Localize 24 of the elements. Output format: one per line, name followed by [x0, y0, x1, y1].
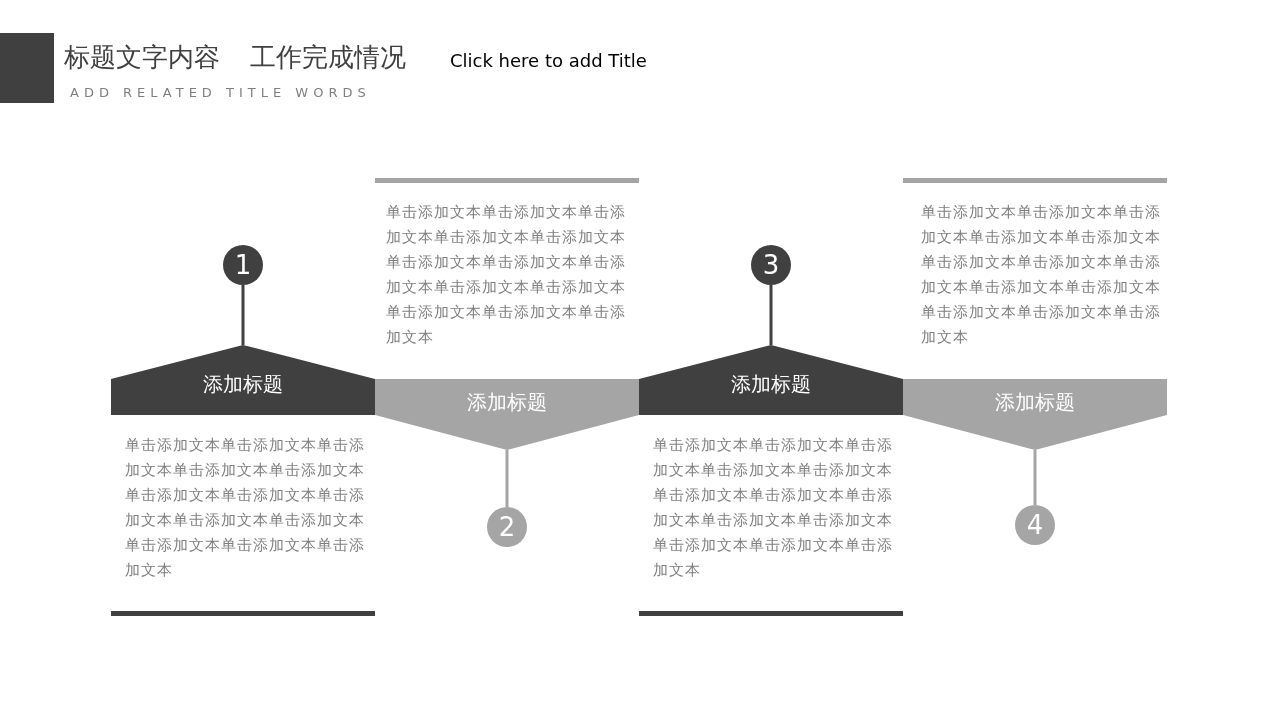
title-text: 工作完成情况 [250, 41, 406, 74]
band-title: 添加标题 [467, 389, 547, 416]
subtitle: ADD RELATED TITLE WORDS [70, 85, 371, 100]
title-band [375, 379, 639, 450]
title-band [639, 345, 903, 415]
connector-line [1033, 450, 1037, 505]
connector-line [241, 285, 245, 345]
band-title: 添加标题 [203, 371, 283, 398]
connector-line [505, 450, 509, 507]
body-text: 单击添加文本单击添加文本单击添加文本单击添加文本单击添加文本单击添加文本单击添加文本单击添加文本单击添加文本单击添加文本单击添加文本单击添加文本单击添加文本 [125, 435, 366, 581]
number-circle: 4 [1015, 505, 1055, 545]
title: 标题文字内容 [64, 41, 220, 74]
title-band [111, 345, 375, 415]
connector-line [769, 285, 773, 345]
body-text: 单击添加文本单击添加文本单击添加文本单击添加文本单击添加文本单击添加文本单击添加文本单击添加文本单击添加文本单击添加文本单击添加文本单击添加文本单击添加文本 [386, 202, 627, 348]
number-circle: 3 [751, 245, 791, 285]
body-text: 单击添加文本单击添加文本单击添加文本单击添加文本单击添加文本单击添加文本单击添加文本单击添加文本单击添加文本单击添加文本单击添加文本单击添加文本单击添加文本 [921, 202, 1162, 348]
title-band [903, 379, 1167, 450]
body-text: 单击添加文本单击添加文本单击添加文本单击添加文本单击添加文本单击添加文本单击添加文本单击添加文本单击添加文本单击添加文本单击添加文本单击添加文本单击添加文本 [653, 435, 894, 581]
number-circle: 1 [223, 245, 263, 285]
band-title: 添加标题 [995, 389, 1075, 416]
band-title: 添加标题 [731, 371, 811, 398]
number-circle: 2 [487, 507, 527, 547]
title-text: Click here to add Title [450, 50, 647, 71]
